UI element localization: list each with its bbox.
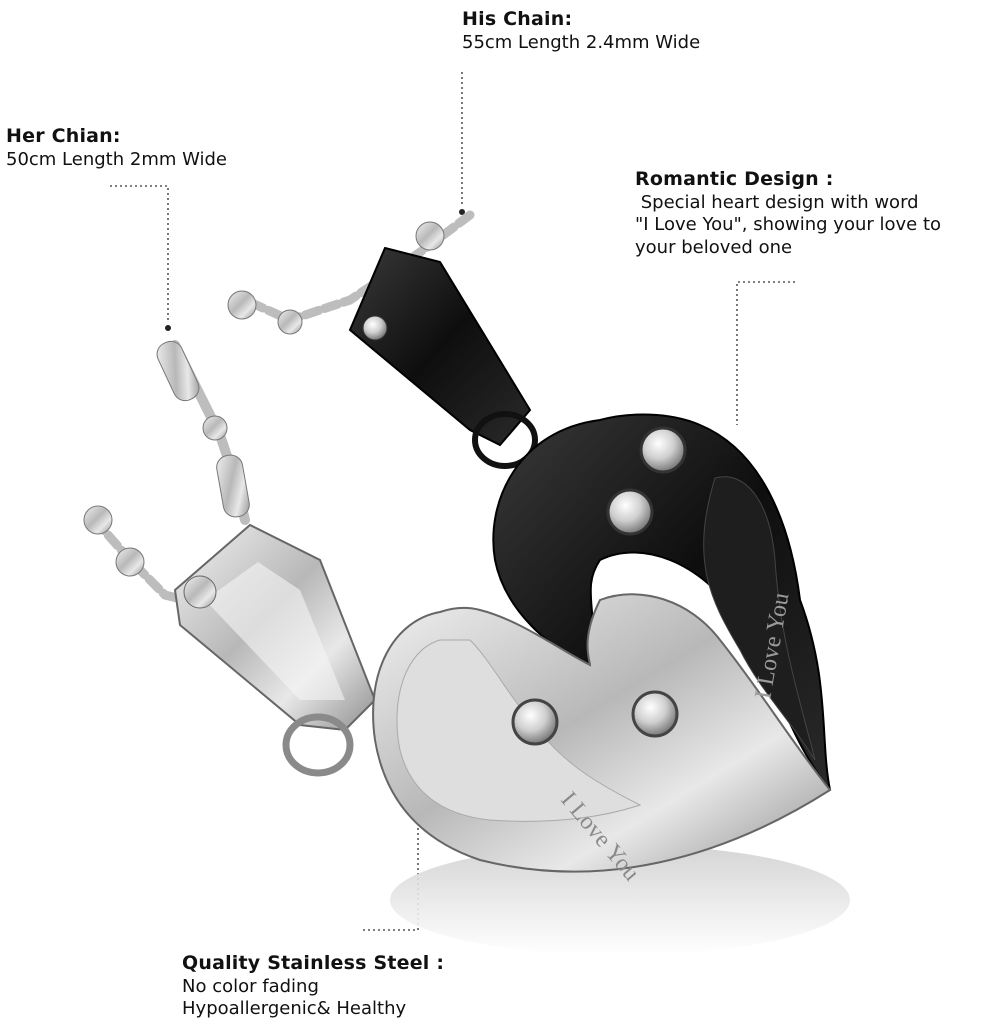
leader-lines (110, 72, 795, 931)
his-bail (348, 246, 538, 469)
his-chain-title: His Chain: (462, 8, 573, 30)
quality-label: Quality Stainless Steel : No color fadin… (182, 952, 444, 1021)
quality-line-2: Hypoallergenic& Healthy (182, 998, 407, 1020)
romantic-design-line-1: Special heart design with word (635, 191, 919, 213)
quality-line-1: No color fading (182, 975, 319, 997)
his-chain-label: His Chain: 55cm Length 2.4mm Wide (462, 8, 700, 54)
his-chain-spec: 55cm Length 2.4mm Wide (462, 31, 701, 53)
romantic-design-label: Romantic Design : Special heart design w… (635, 168, 941, 259)
quality-leader (362, 818, 419, 931)
her-chain-leader (110, 185, 169, 322)
her-chain (83, 340, 250, 605)
romantic-leader (736, 281, 795, 425)
romantic-design-title: Romantic Design : (635, 168, 834, 190)
her-chain-title: Her Chian: (6, 125, 121, 147)
romantic-design-line-2: "I Love You", showing your love to (635, 214, 942, 236)
her-chain-spec: 50cm Length 2mm Wide (6, 148, 228, 170)
leader-dots (165, 209, 465, 331)
her-chain-label: Her Chian: 50cm Length 2mm Wide (6, 125, 227, 171)
pendant-shadow (390, 845, 850, 955)
quality-title: Quality Stainless Steel : (182, 952, 445, 974)
romantic-design-line-3: your beloved one (635, 236, 793, 258)
her-bail (173, 523, 377, 777)
black-heart-half (492, 413, 831, 791)
silver-heart-half (372, 593, 832, 873)
